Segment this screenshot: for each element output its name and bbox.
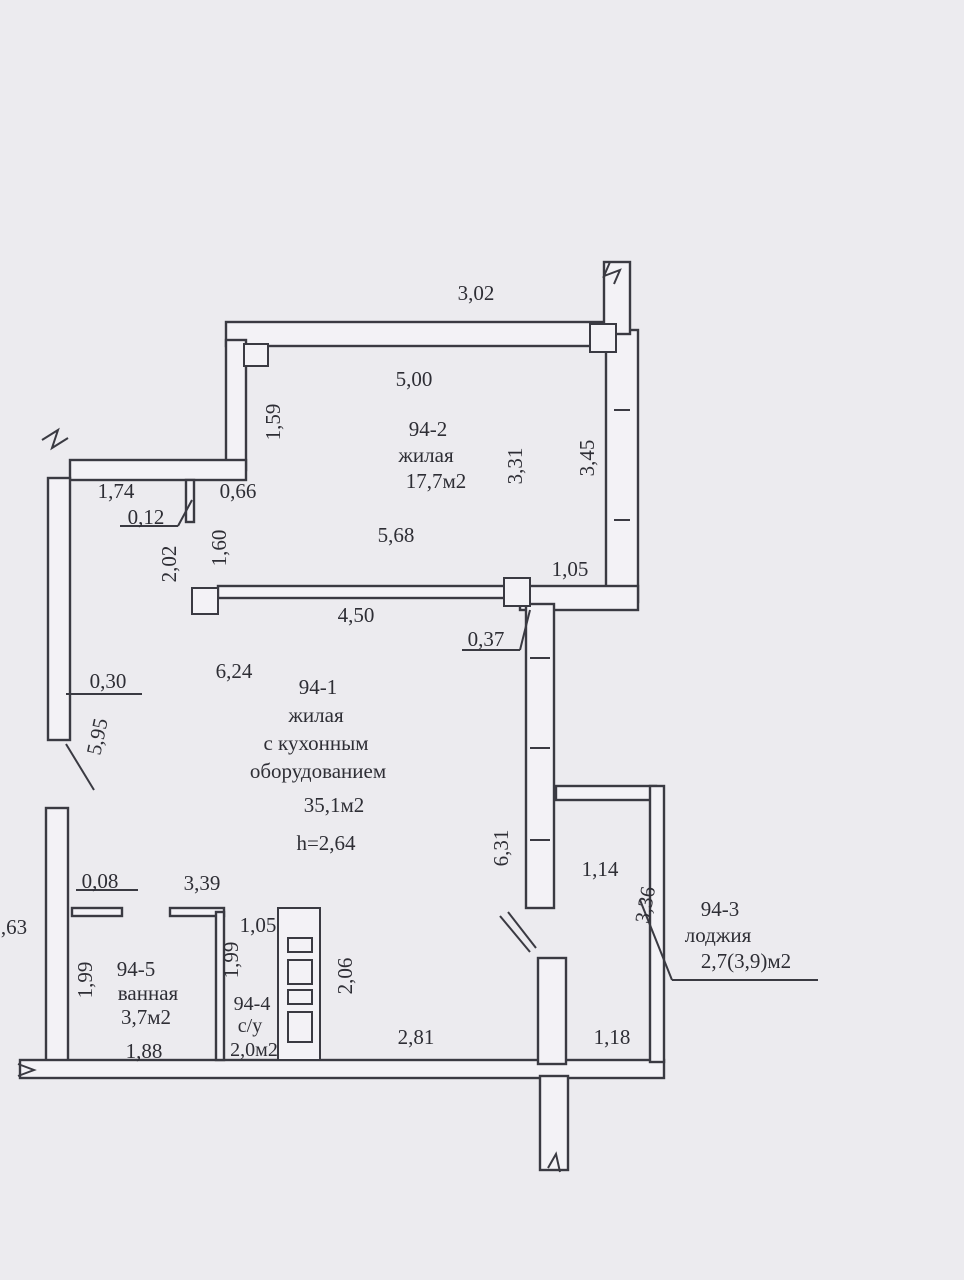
room-943-id: 94-3: [701, 897, 740, 921]
room-944-area: 2,0м2: [230, 1039, 278, 1061]
dim-5-68: 5,68: [378, 523, 415, 547]
column-top-right: [589, 323, 617, 353]
room-945-label: 94-5 ванная 3,7м2: [117, 957, 179, 1029]
dim-0-30: 0,30: [90, 669, 127, 693]
room-941-line3: оборудованием: [250, 759, 386, 783]
room-942-label: 94-2 жилая 17,7м2: [397, 417, 466, 493]
stove-burner-1: [287, 937, 313, 953]
column-top-left: [243, 343, 269, 367]
room-944-type: с/у: [238, 1015, 262, 1037]
dim-5-00: 5,00: [396, 367, 433, 391]
room-943-label: 94-3 лоджия 2,7(3,9)м2: [685, 897, 791, 973]
dim-4-50: 4,50: [338, 603, 375, 627]
stove-burner-2: [287, 959, 313, 985]
wall-loggia-inner: [536, 956, 568, 1066]
wall-wc-left: [214, 910, 226, 1062]
stove-burner-3: [287, 989, 313, 1005]
room-941-area: 35,1м2: [304, 793, 365, 817]
wall-bottom: [18, 1058, 666, 1080]
column-partition-right: [503, 577, 531, 607]
dimensions-horizontal: 3,02 5,00 1,74 0,66 0,12 5,68 1,05 4,50 …: [1, 281, 631, 1063]
dim-1-59: 1,59: [261, 404, 285, 441]
dim-0-08: 0,08: [82, 869, 119, 893]
room-941-type: жилая: [287, 703, 344, 727]
walls: [18, 260, 666, 1172]
column-partition-left: [191, 587, 219, 615]
room-941-id: 94-1: [299, 675, 338, 699]
room-943-type: лоджия: [685, 923, 752, 947]
dim-0-63: ,63: [1, 915, 27, 939]
wall-partition-942: [216, 584, 510, 600]
dim-2-06: 2,06: [333, 958, 357, 995]
room-945-id: 94-5: [117, 957, 156, 981]
room-941-height: h=2,64: [296, 831, 356, 855]
dim-2-02: 2,02: [157, 546, 181, 583]
dim-0-12: 0,12: [128, 505, 165, 529]
wall-loggia-top: [554, 784, 658, 802]
dim-1-88: 1,88: [126, 1039, 163, 1063]
room-945-area: 3,7м2: [121, 1005, 171, 1029]
wall-hall-stub: [184, 478, 196, 524]
wall-bottom-stub: [538, 1074, 570, 1172]
leader-lines: [65, 499, 818, 981]
dim-1-05-a: 1,05: [552, 557, 589, 581]
wall-top-hall: [68, 458, 248, 482]
dim-1-99-a: 1,99: [73, 962, 97, 999]
kitchen-sink: [287, 1011, 313, 1043]
wall-bath-left: [44, 806, 70, 1066]
room-945-type: ванная: [118, 981, 179, 1005]
dim-2-81: 2,81: [398, 1025, 435, 1049]
dim-6-24: 6,24: [216, 659, 253, 683]
dim-3-45: 3,45: [575, 440, 599, 477]
dim-3-39: 3,39: [184, 871, 221, 895]
room-944-id: 94-4: [234, 993, 271, 1015]
kitchen-equipment: [277, 907, 321, 1061]
room-942-area: 17,7м2: [406, 469, 467, 493]
dim-1-05-b: 1,05: [240, 913, 277, 937]
room-942-id: 94-2: [409, 417, 448, 441]
dim-0-66: 0,66: [220, 479, 257, 503]
room-941-label: 94-1 жилая с кухонным оборудованием 35,1…: [250, 675, 386, 855]
door-swing-loggia: [499, 915, 531, 953]
break-marks: [17, 261, 622, 1173]
dim-1-18: 1,18: [594, 1025, 631, 1049]
dim-0-37: 0,37: [468, 627, 505, 651]
room-944-label: 94-4 с/у 2,0м2: [230, 993, 278, 1061]
wall-left-outer: [46, 476, 72, 742]
dim-1-14: 1,14: [582, 857, 619, 881]
room-942-type: жилая: [397, 443, 454, 467]
dim-6-31: 6,31: [489, 830, 513, 867]
room-943-area: 2,7(3,9)м2: [701, 949, 791, 973]
dim-1-99-b: 1,99: [219, 942, 243, 979]
dim-3-02: 3,02: [458, 281, 495, 305]
window-details: [191, 323, 630, 953]
wall-top-942: [224, 320, 608, 348]
dim-1-60: 1,60: [207, 530, 231, 567]
wall-right-lower: [524, 602, 556, 910]
wall-right-942: [604, 328, 640, 604]
room-941-line2: с кухонным: [263, 731, 368, 755]
wall-bath-top-left: [70, 906, 124, 918]
dimensions-vertical: 1,59 3,31 3,45 1,60 2,02 5,95 6,31 3,36 …: [73, 404, 660, 999]
dim-1-74: 1,74: [98, 479, 135, 503]
dim-3-31: 3,31: [503, 448, 527, 485]
